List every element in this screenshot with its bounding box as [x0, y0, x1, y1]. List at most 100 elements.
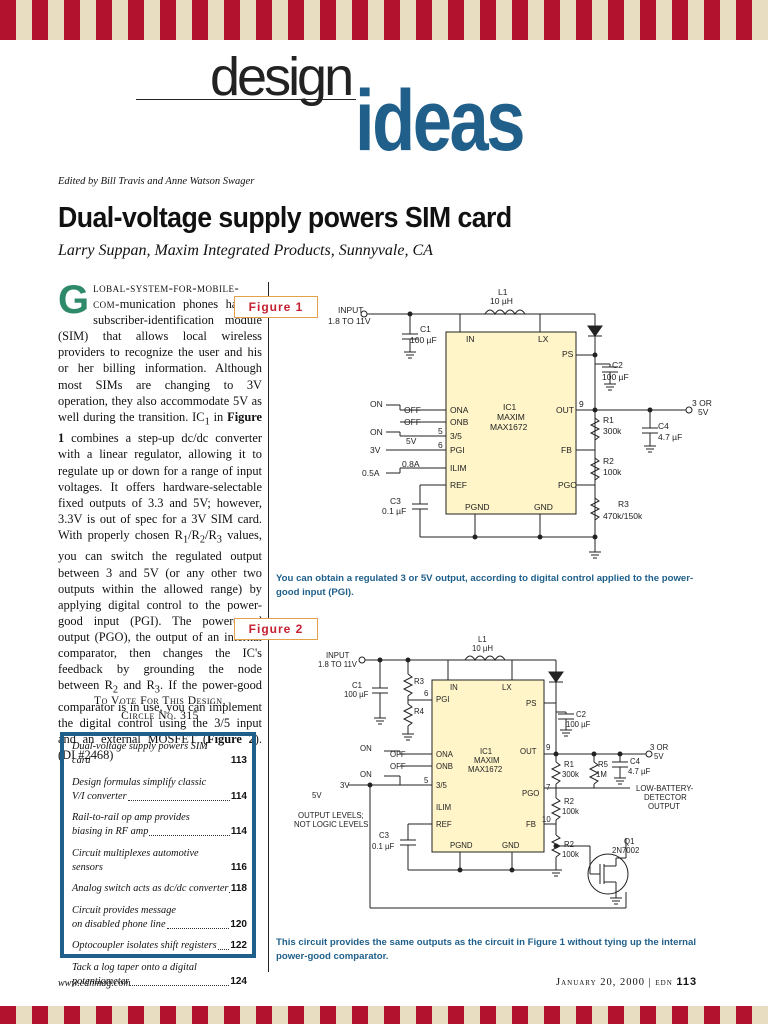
svg-text:ON: ON [360, 770, 372, 779]
svg-text:IC1: IC1 [480, 747, 492, 756]
svg-text:470k/150k: 470k/150k [603, 511, 643, 521]
figure2-schematic: INPUT 1.8 TO 11V L1 10 µH C1 100 µF R3 R… [294, 635, 694, 909]
svg-text:100k: 100k [562, 807, 579, 816]
svg-text:0.1 µF: 0.1 µF [382, 506, 406, 516]
svg-text:R1: R1 [603, 415, 614, 425]
svg-text:0.5A: 0.5A [362, 468, 380, 478]
svg-text:PS: PS [562, 349, 574, 359]
svg-text:5V: 5V [312, 791, 322, 800]
svg-text:300k: 300k [603, 426, 622, 436]
figure2-caption: This circuit provides the same outputs a… [276, 937, 697, 962]
footer-page-number: 113 [676, 976, 698, 988]
svg-text:R2: R2 [564, 840, 574, 849]
svg-text:PS: PS [526, 699, 536, 708]
footer-pub: edn [655, 977, 673, 988]
vote-note: To Vote For This Design, Circle No. 315 [94, 695, 226, 722]
svg-text:C1: C1 [352, 681, 362, 690]
svg-text:10 µH: 10 µH [472, 644, 493, 653]
svg-text:IC1: IC1 [503, 402, 517, 412]
svg-text:IN: IN [466, 334, 475, 344]
svg-text:ON: ON [360, 744, 372, 753]
footer-url[interactable]: www.ednmag.com [58, 978, 131, 989]
svg-text:6: 6 [438, 440, 443, 450]
svg-text:300k: 300k [562, 770, 579, 779]
svg-text:R2: R2 [603, 456, 614, 466]
svg-text:C4: C4 [630, 757, 641, 766]
svg-text:ONB: ONB [436, 762, 453, 771]
svg-text:9: 9 [546, 743, 550, 752]
svg-text:OUT: OUT [520, 747, 537, 756]
svg-text:MAX1672: MAX1672 [490, 422, 528, 432]
figure1-tag: Figure 1 [234, 296, 318, 318]
svg-text:C3: C3 [379, 831, 389, 840]
article-byline: Larry Suppan, Maxim Integrated Products,… [58, 242, 433, 259]
svg-text:3 OR: 3 OR [692, 398, 712, 408]
svg-text:0.8A: 0.8A [402, 459, 420, 469]
svg-text:C1: C1 [420, 324, 431, 334]
footer-date: January 20, 2000 [556, 977, 646, 988]
svg-text:L1: L1 [498, 287, 508, 297]
svg-text:0.1 µF: 0.1 µF [372, 842, 394, 851]
svg-text:R3: R3 [414, 677, 424, 686]
svg-text:LX: LX [538, 334, 549, 344]
svg-text:OUTPUT: OUTPUT [648, 802, 680, 811]
svg-text:FB: FB [526, 820, 536, 829]
svg-text:100 µF: 100 µF [344, 690, 369, 699]
svg-text:2N7002: 2N7002 [612, 846, 639, 855]
svg-text:R3: R3 [618, 499, 629, 509]
svg-text:4.7 µF: 4.7 µF [658, 432, 682, 442]
svg-text:100 µF: 100 µF [410, 335, 437, 345]
svg-text:L1: L1 [478, 635, 487, 644]
svg-text:ILIM: ILIM [450, 463, 467, 473]
svg-text:LOW-BATTERY-: LOW-BATTERY- [636, 784, 694, 793]
svg-text:OFF: OFF [404, 417, 421, 427]
svg-text:OUTPUT LEVELS;: OUTPUT LEVELS; [298, 811, 364, 820]
svg-text:100 µF: 100 µF [602, 372, 629, 382]
drop-cap: G [58, 278, 90, 322]
svg-text:MAX1672: MAX1672 [468, 765, 502, 774]
svg-text:C4: C4 [658, 421, 669, 431]
svg-text:ONA: ONA [436, 750, 454, 759]
svg-text:IN: IN [450, 683, 458, 692]
svg-text:REF: REF [450, 480, 467, 490]
fig1-input: INPUT [338, 305, 364, 315]
svg-text:3/5: 3/5 [450, 431, 462, 441]
svg-text:FB: FB [561, 445, 572, 455]
figure1-caption: You can obtain a regulated 3 or 5V outpu… [276, 573, 694, 598]
svg-text:OFF: OFF [404, 405, 421, 415]
svg-text:ON: ON [370, 427, 383, 437]
svg-text:ON: ON [370, 399, 383, 409]
svg-text:Q1: Q1 [624, 837, 634, 846]
header-design: design [210, 47, 354, 107]
svg-text:PGO: PGO [522, 789, 539, 798]
svg-text:5V: 5V [406, 436, 417, 446]
svg-text:GND: GND [534, 502, 553, 512]
svg-text:7: 7 [546, 783, 550, 792]
svg-text:PGI: PGI [436, 695, 449, 704]
svg-text:GND: GND [502, 841, 520, 850]
svg-text:5V: 5V [654, 752, 664, 761]
svg-text:C2: C2 [612, 360, 623, 370]
svg-text:REF: REF [436, 820, 452, 829]
svg-text:1M: 1M [596, 770, 607, 779]
svg-text:10: 10 [542, 815, 551, 824]
svg-text:C3: C3 [390, 496, 401, 506]
svg-text:NOT LOGIC LEVELS: NOT LOGIC LEVELS [294, 820, 368, 829]
svg-text:MAXIM: MAXIM [497, 412, 525, 422]
svg-text:C2: C2 [576, 710, 586, 719]
svg-text:6: 6 [424, 689, 428, 698]
svg-text:R2: R2 [564, 797, 574, 806]
lead-in: lobal-system-for-mobile-com- [93, 281, 240, 312]
svg-text:10 µH: 10 µH [490, 296, 513, 306]
svg-text:100 µF: 100 µF [566, 720, 591, 729]
svg-text:9: 9 [579, 399, 584, 409]
footer-folio: January 20, 2000 | edn 113 [556, 976, 698, 988]
